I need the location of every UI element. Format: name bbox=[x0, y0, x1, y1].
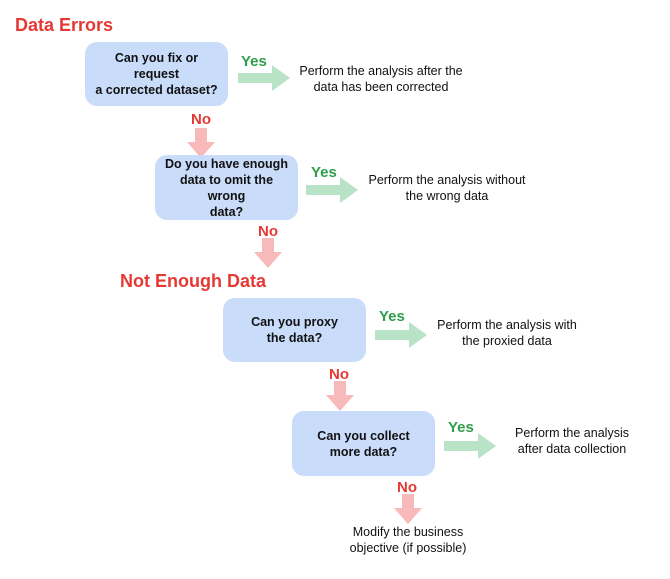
outcome-text: Perform the analysis with the proxied da… bbox=[437, 318, 577, 348]
section-title-not-enough-data: Not Enough Data bbox=[120, 271, 266, 291]
outcome-text: Perform the analysis after the data has … bbox=[299, 64, 463, 94]
decision-question: Can you proxy the data? bbox=[251, 315, 338, 345]
no-label: No bbox=[329, 366, 349, 383]
final-outcome-text: Modify the business objective (if possib… bbox=[349, 525, 467, 555]
yes-label: Yes bbox=[448, 419, 474, 436]
no-arrow-icon bbox=[394, 494, 422, 524]
yes-arrow-icon bbox=[375, 322, 427, 348]
decision-box-fix-dataset: Can you fix or request a corrected datas… bbox=[85, 42, 228, 106]
decision-box-collect-data: Can you collect more data? bbox=[292, 411, 435, 476]
section-title-data-errors: Data Errors bbox=[15, 15, 114, 35]
no-label: No bbox=[258, 223, 278, 240]
yes-arrow-icon bbox=[238, 65, 290, 91]
no-label: No bbox=[397, 479, 417, 496]
no-arrow-icon bbox=[187, 128, 215, 158]
no-label: No bbox=[191, 111, 211, 128]
decision-box-proxy-data: Can you proxy the data? bbox=[223, 298, 366, 362]
decision-question: Do you have enough data to omit the wron… bbox=[165, 156, 288, 219]
no-arrow-icon bbox=[326, 381, 354, 411]
decision-question: Can you fix or request a corrected datas… bbox=[95, 51, 218, 97]
yes-label: Yes bbox=[379, 308, 405, 325]
decision-question: Can you collect more data? bbox=[317, 428, 410, 459]
yes-arrow-icon bbox=[444, 433, 496, 459]
outcome-text: Perform the analysis after data collecti… bbox=[515, 426, 629, 456]
no-arrow-icon bbox=[254, 238, 282, 268]
decision-box-omit-wrong-data: Do you have enough data to omit the wron… bbox=[155, 155, 298, 220]
yes-label: Yes bbox=[241, 53, 267, 70]
yes-label: Yes bbox=[311, 164, 337, 181]
outcome-text: Perform the analysis without the wrong d… bbox=[368, 173, 526, 203]
yes-arrow-icon bbox=[306, 177, 358, 203]
